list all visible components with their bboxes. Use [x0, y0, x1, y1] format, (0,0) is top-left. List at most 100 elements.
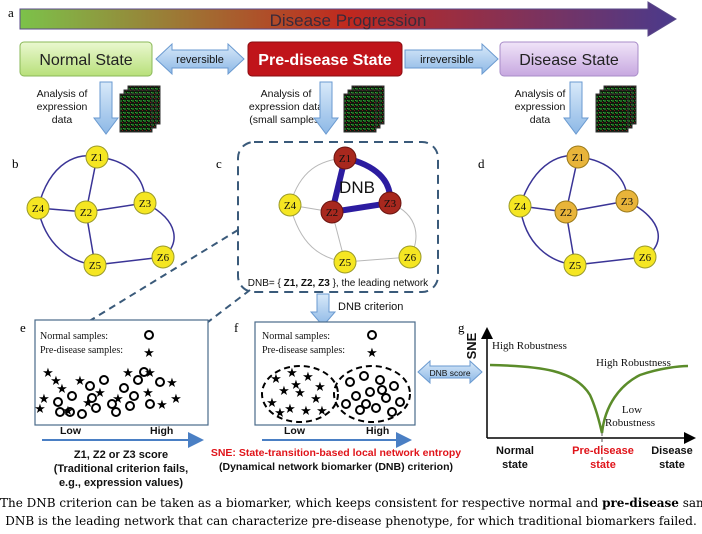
dnb-criterion-label: DNB criterion [338, 301, 403, 313]
node-d-z2 [554, 200, 578, 224]
normal-sample-marker [355, 405, 365, 415]
panel-label-a: a [8, 5, 14, 20]
node-z2 [74, 200, 98, 224]
pre-sample-marker: ★ [166, 375, 178, 390]
heatmap-stack-middle [343, 85, 385, 133]
irreversible-arrow [404, 42, 499, 76]
svg-text:Analysis of: Analysis of [515, 88, 566, 100]
svg-text:state: state [590, 459, 616, 471]
pre-sample-marker: ★ [38, 391, 50, 406]
pre-sample-marker: ★ [284, 401, 296, 416]
analysis-right-text: Analysis of expression data [515, 88, 566, 126]
network-b: Z1 Z2 Z3 Z4 Z5 Z6 [26, 145, 175, 277]
pre-sample-marker: ★ [156, 397, 168, 412]
normal-sample-marker [87, 393, 97, 403]
svg-text:Z1, Z2 or Z3 score: Z1, Z2 or Z3 score [74, 449, 168, 461]
svg-text:Normal: Normal [496, 445, 534, 457]
pre-sample-marker: ★ [112, 391, 124, 406]
normal-sample-marker [351, 391, 361, 401]
network-d: Z1 Z2 Z3 Z4 Z5 Z6 [508, 145, 659, 277]
progression-label: Disease Progression [270, 11, 427, 30]
svg-text:expression: expression [37, 101, 88, 113]
normal-sample-marker [365, 387, 375, 397]
sne-title: SNE: State-transition-based local networ… [211, 447, 461, 459]
svg-text:Z2: Z2 [326, 207, 338, 219]
node-d-z4 [508, 194, 532, 218]
panel-g: SNE High Robustness High Robustness Low … [464, 327, 696, 471]
predisease-state-box [247, 41, 403, 77]
node-d-z5 [563, 253, 587, 277]
pre-sample-marker: ★ [270, 371, 282, 386]
pre-sample-marker: ★ [144, 365, 156, 380]
irreversible-label: irreversible [420, 54, 474, 66]
disease-state-box [499, 41, 639, 77]
svg-text:(small samples): (small samples) [249, 114, 323, 126]
pre-sample-marker: ★ [278, 383, 290, 398]
svg-text:Z6: Z6 [157, 252, 170, 264]
panel-label-e: e [20, 320, 26, 335]
node-d-z1 [566, 145, 590, 169]
normal-sample-marker [125, 401, 135, 411]
svg-text:Analysis of: Analysis of [37, 88, 88, 100]
pre-sample-marker: ★ [34, 401, 46, 416]
node-c-z3 [378, 191, 402, 215]
dnb-dashed-box [237, 141, 439, 293]
normal-sample-marker [345, 377, 355, 387]
normal-sample-marker [53, 397, 63, 407]
node-c-z6 [398, 245, 422, 269]
zoom-line-upper [77, 229, 239, 329]
svg-text:Z6: Z6 [639, 252, 652, 264]
dnb-score-label: DNB score [429, 368, 470, 378]
normal-sample-marker [145, 399, 155, 409]
svg-text:Disease: Disease [651, 445, 693, 457]
down-arrow-right [563, 81, 589, 135]
pre-sample-marker: ★ [74, 373, 86, 388]
dnb-score-arrow [417, 359, 483, 385]
svg-text:Pre-disease samples:: Pre-disease samples: [262, 345, 345, 356]
analysis-left-text: Analysis of expression data [37, 88, 88, 126]
normal-state-box [19, 41, 153, 77]
disease-state-label: Disease State [519, 52, 619, 69]
svg-text:High: High [150, 425, 173, 437]
svg-text:Low: Low [622, 404, 642, 416]
pre-sample-marker: ★ [142, 385, 154, 400]
panel-f: Normal samples: Pre-disease samples: ★ ★… [211, 321, 461, 473]
e-normal-legend: Normal samples: [40, 331, 108, 342]
node-z4 [26, 196, 50, 220]
node-c-z4 [278, 193, 302, 217]
node-z6 [151, 245, 175, 269]
svg-text:Low: Low [60, 425, 82, 437]
normal-sample-marker [389, 381, 399, 391]
node-d-z6 [633, 245, 657, 269]
pre-sample-marker: ★ [170, 391, 182, 406]
f-pre-cluster [261, 365, 339, 423]
caption-line-1: The DNB criterion can be taken as a biom… [0, 496, 702, 510]
normal-sample-marker [361, 399, 371, 409]
dnb-criterion-arrow [309, 293, 337, 327]
pre-sample-marker: ★ [310, 391, 322, 406]
svg-text:data: data [530, 114, 551, 126]
panel-label-f: f [234, 320, 239, 335]
sne-curve [489, 363, 689, 434]
svg-text:expression: expression [515, 101, 566, 113]
pre-sample-marker: ★ [290, 377, 302, 392]
analysis-middle-text: Analysis of expression data (small sampl… [249, 88, 323, 126]
dnb-label: DNB [339, 178, 375, 197]
normal-sample-marker [381, 393, 391, 403]
svg-text:e.g., expression values): e.g., expression values) [59, 477, 183, 489]
f-sample-points: ★★★★★★★★★★★★★ [266, 365, 405, 420]
normal-sample-marker [155, 377, 165, 387]
node-d-z3 [615, 189, 639, 213]
pre-sample-marker: ★ [314, 379, 326, 394]
svg-text:Z6: Z6 [404, 252, 417, 264]
normal-sample-marker [359, 371, 369, 381]
normal-sample-marker [133, 375, 143, 385]
node-c-z1 [333, 146, 357, 170]
node-z3 [133, 191, 157, 215]
svg-text:Robustness: Robustness [605, 417, 655, 429]
panel-label-b: b [12, 156, 19, 171]
node-z5 [83, 253, 107, 277]
svg-text:Z4: Z4 [514, 201, 527, 213]
predisease-state-label: Pre-disease State [258, 52, 392, 69]
